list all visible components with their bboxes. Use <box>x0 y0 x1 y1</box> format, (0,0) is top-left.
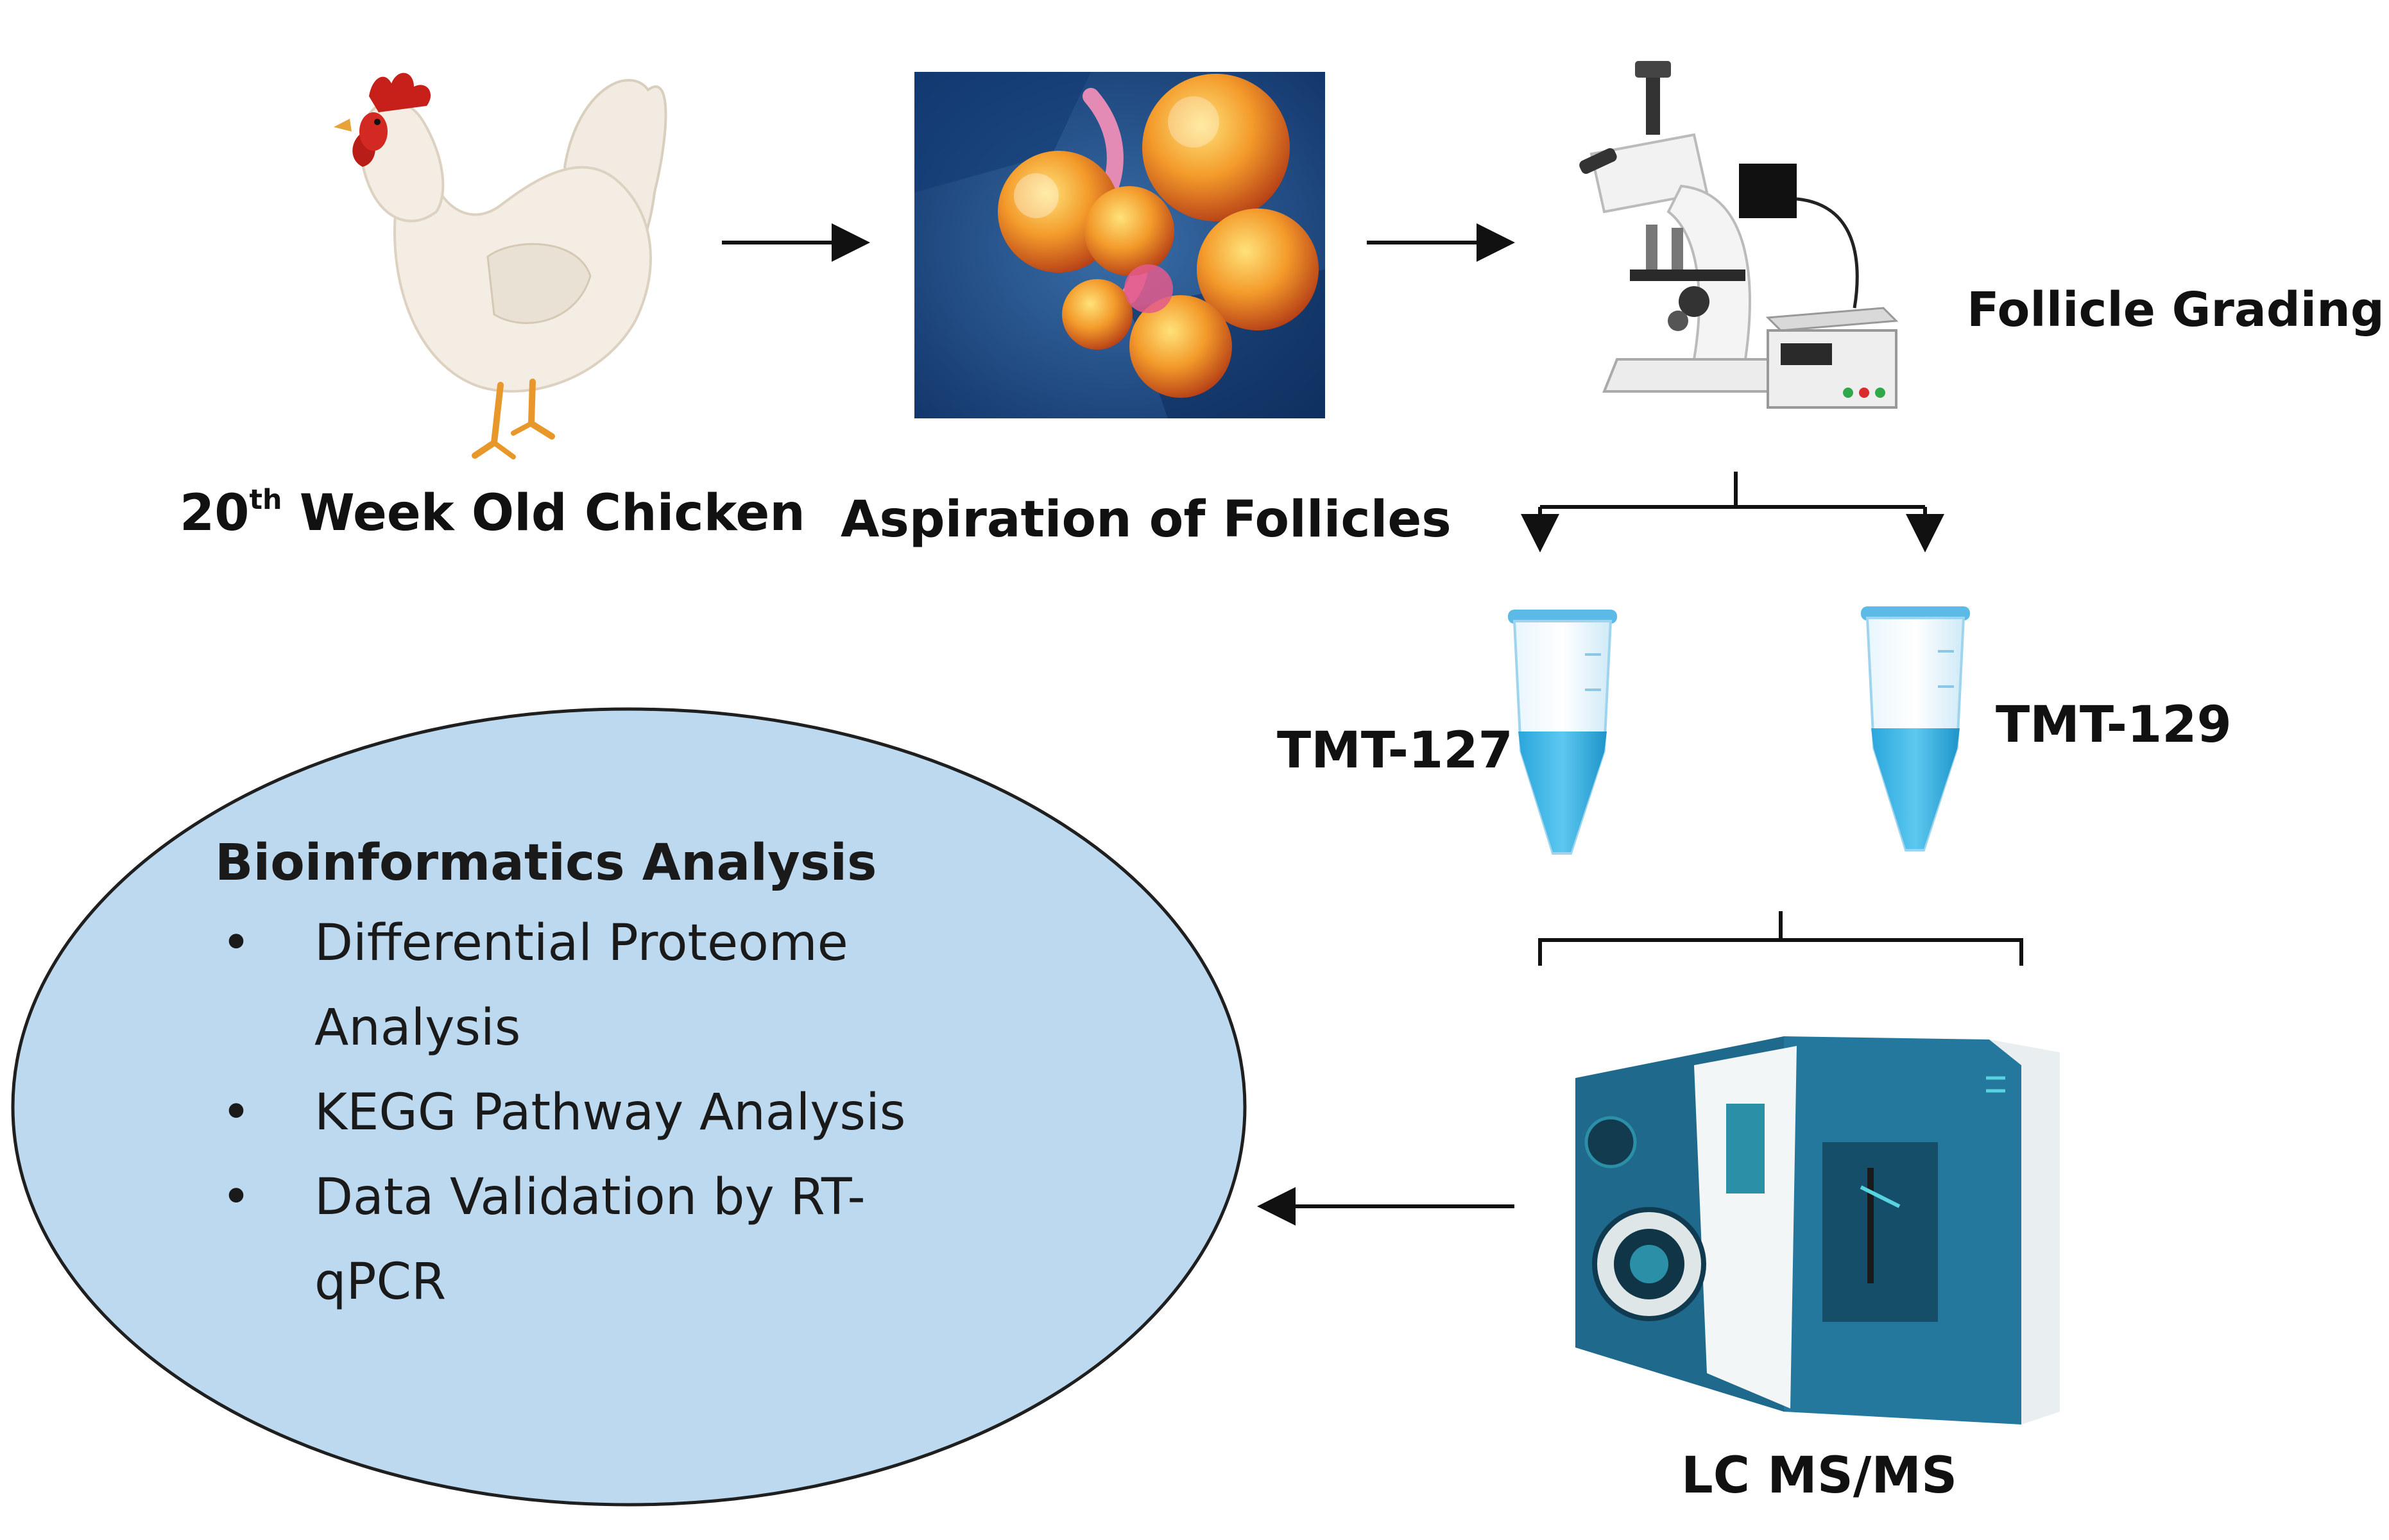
analysis-panel: Bioinformatics Analysis Differential Pro… <box>215 834 985 1324</box>
label-tmt-127: TMT-127 <box>1277 722 1513 780</box>
label-chicken-text: Week Old Chicken <box>282 484 805 542</box>
label-lcms: LC MS/MS <box>1681 1447 1958 1505</box>
lcms-instrument-illustration <box>1575 1036 2060 1425</box>
analysis-item: Data Validation by RT-qPCR <box>215 1155 985 1324</box>
analysis-list: Differential Proteome Analysis KEGG Path… <box>215 901 985 1324</box>
analysis-item: KEGG Pathway Analysis <box>215 1070 985 1155</box>
label-chicken-suffix: th <box>249 483 282 516</box>
branch-connector <box>1521 472 1944 552</box>
label-chicken-number: 20 <box>180 484 250 542</box>
chicken-illustration <box>334 73 667 459</box>
follicles-photo <box>914 72 1325 418</box>
analysis-item: Differential Proteome Analysis <box>215 901 985 1070</box>
analysis-item-text: Differential Proteome Analysis <box>314 914 848 1057</box>
label-grading: Follicle Grading <box>1967 282 2385 338</box>
analysis-title: Bioinformatics Analysis <box>215 834 877 892</box>
label-tmt-129: TMT-129 <box>1996 696 2232 754</box>
label-aspiration: Aspiration of Follicles <box>841 491 1451 549</box>
microscope-illustration <box>1579 61 1899 409</box>
tube-tmt-129 <box>1861 606 1970 851</box>
merge-brace <box>1538 911 2023 966</box>
tube-tmt-127 <box>1508 610 1617 855</box>
analysis-item-text: KEGG Pathway Analysis <box>314 1084 906 1142</box>
label-chicken: 20th Week Old Chicken <box>180 484 805 542</box>
analysis-item-text: Data Validation by RT-qPCR <box>314 1168 866 1311</box>
